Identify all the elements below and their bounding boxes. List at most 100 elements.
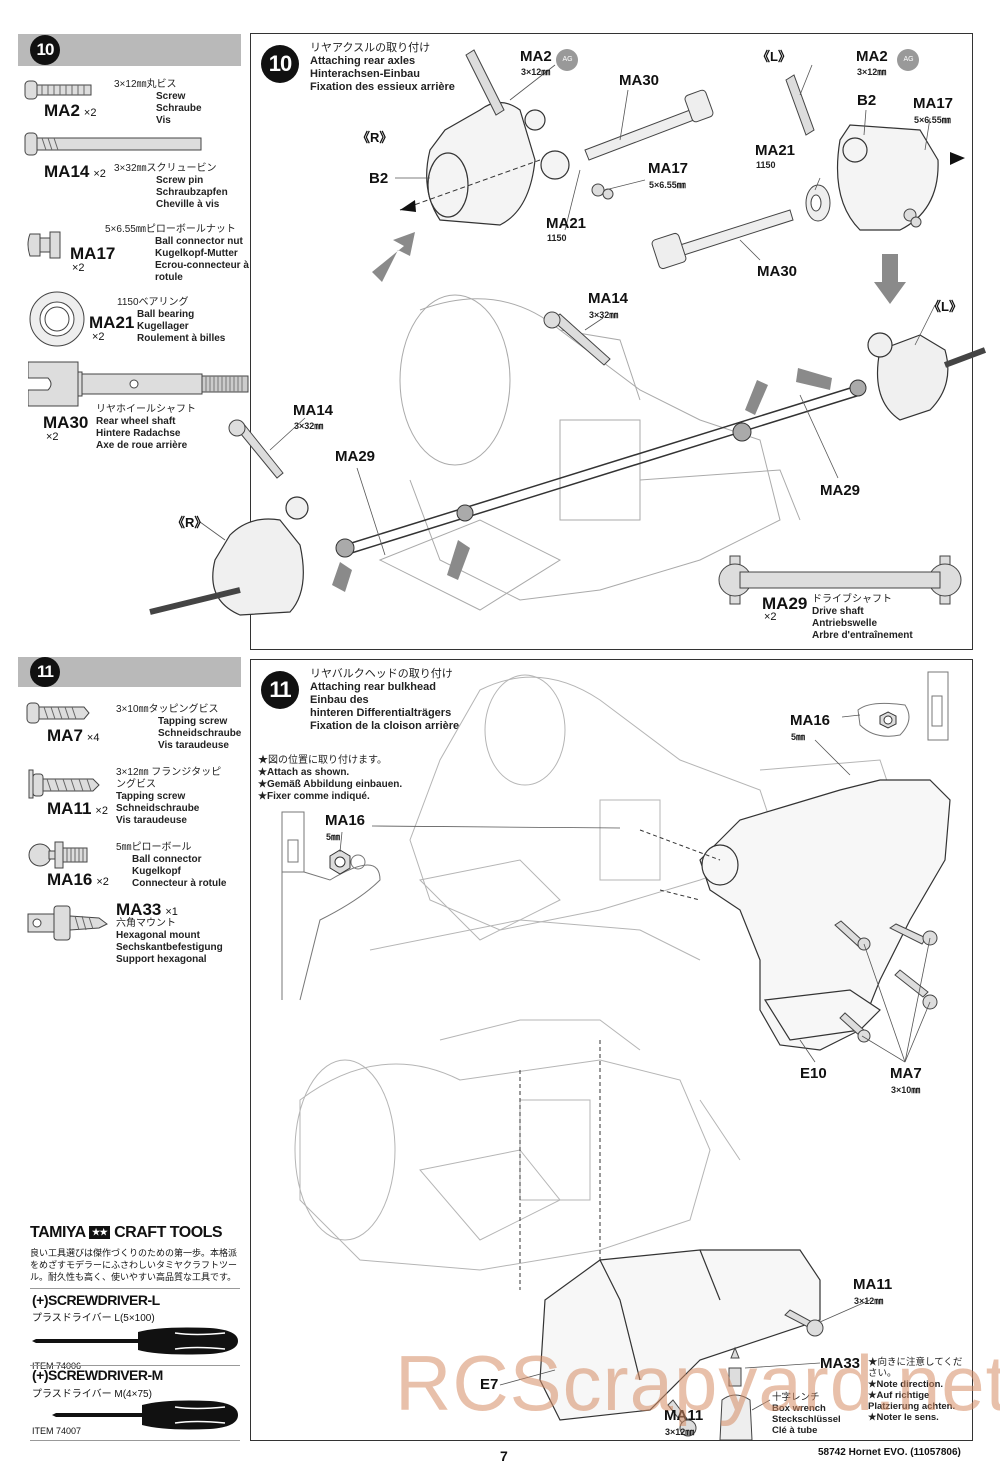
box-wrench-label: 十字レンチ Box wrench Steckschlüssel Clé à tu…: [772, 1392, 841, 1436]
part-description: リヤホイールシャフト Rear wheel shaft Hintere Rada…: [96, 404, 196, 451]
ag-badge-r: AG: [562, 56, 573, 63]
label-ma29-left: MA29: [335, 448, 376, 465]
part-code: MA11×2: [47, 799, 108, 818]
part-description: 3×12㎜ フランジタッピングビス Tapping screw Schneids…: [116, 767, 222, 826]
step11-title: リヤバルクヘッドの取り付け Attaching rear bulkhead Ei…: [310, 668, 460, 732]
label-b2-l: B2: [857, 92, 877, 109]
part-qty: ×2: [46, 431, 59, 443]
label-ma14-lower: MA14: [293, 402, 334, 419]
part-code: MA21: [89, 313, 135, 332]
watermark: RCScrapyard.net: [395, 1339, 1000, 1427]
part-description: 3×10㎜タッピングビス Tapping screw Schneidschrau…: [116, 704, 242, 751]
label-l-side-top: 《L》: [757, 49, 791, 64]
label-ma11-bottom: MA11: [664, 1407, 704, 1424]
label-r-side-top: 《R》: [357, 130, 393, 145]
label-ma21-l-size: 1150: [756, 160, 776, 170]
label-ma30-upper: MA30: [619, 72, 660, 89]
label-e10: E10: [800, 1065, 827, 1082]
craft-tools-heading: TAMIYA ★★ CRAFT TOOLS: [30, 1224, 223, 1241]
label-ma16-upper: MA16: [790, 712, 831, 729]
part-description: 1150ベアリング Ball bearing Kugellager Roulem…: [117, 297, 226, 344]
part-code: MA30: [43, 413, 89, 432]
part-code: MA14×2: [44, 162, 106, 181]
label-ma29-right: MA29: [820, 482, 861, 499]
label-ma2-r: MA2: [520, 48, 552, 65]
step10-badge: 10: [30, 35, 60, 65]
part-description: 3×32㎜スクリュービン Screw pin Schraubzapfen Che…: [114, 163, 228, 210]
label-ma21-r: MA21: [546, 215, 587, 232]
label-ma11-right-size: 3×12㎜: [854, 1296, 884, 1306]
step10-assembly-panel: [250, 33, 973, 650]
label-ma21-r-size: 1150: [547, 233, 567, 243]
label-r-side-assembly: 《R》: [172, 515, 208, 530]
part-description: ドライブシャフト Drive shaft Antriebswelle Arbre…: [812, 594, 913, 641]
part-code: MA17: [70, 244, 116, 263]
flange-screw-ma11-icon: [28, 769, 100, 799]
part-code: MA29: [762, 594, 808, 613]
part-description: 5㎜ピローボール Ball connector Kugelkopf Connec…: [116, 842, 227, 889]
part-code: MA7×4: [47, 726, 100, 745]
screwdriver-l-icon: [32, 1327, 238, 1355]
divider: [30, 1440, 240, 1441]
label-ma7-size: 3×10㎜: [891, 1085, 921, 1095]
part-description: 3×12㎜丸ビス Screw Schraube Vis: [114, 79, 202, 126]
tool-name: (+)SCREWDRIVER-M: [32, 1367, 163, 1383]
label-ma7: MA7: [890, 1065, 922, 1082]
screw-ma2-icon: [24, 80, 92, 100]
part-qty: ×2: [764, 611, 777, 623]
hexagonal-mount-ma33-icon: [27, 905, 108, 941]
part-code: MA2×2: [44, 101, 97, 120]
label-ma16-inset: MA16: [325, 812, 366, 829]
label-ma11-bottom-size: 3×12㎜: [665, 1427, 695, 1437]
label-l-side-assembly: 《L》: [928, 299, 962, 314]
step11-panel-badge: 11: [261, 671, 299, 709]
rear-wheel-shaft-ma30-icon: [28, 361, 249, 407]
label-ma14-upper: MA14: [588, 290, 629, 307]
divider: [30, 1288, 240, 1289]
ag-badge-l: AG: [903, 56, 914, 63]
label-ma17-l: MA17: [913, 95, 954, 112]
label-ma17-r: MA17: [648, 160, 689, 177]
label-ma2-r-size: 3×12㎜: [521, 67, 551, 77]
part-description: 5×6.55㎜ピローボールナット Ball connector nut Kuge…: [105, 224, 249, 283]
tool-jp-name: プラスドライバー L(5×100): [32, 1313, 155, 1324]
divider: [30, 1365, 240, 1366]
label-e7: E7: [480, 1376, 499, 1393]
page-number: 7: [500, 1448, 508, 1464]
tool-item-number: ITEM 74006: [32, 1361, 82, 1371]
tool-item-number: ITEM 74007: [32, 1426, 82, 1436]
ball-nut-ma17-icon: [27, 231, 61, 259]
part-code: MA33×1: [116, 900, 178, 919]
label-ma21-l: MA21: [755, 142, 796, 159]
part-qty: ×2: [92, 331, 105, 343]
tool-name: (+)SCREWDRIVER-L: [32, 1292, 160, 1308]
label-b2-r: B2: [369, 170, 389, 187]
note-direction: ★向きに注意してください。 ★Note direction. ★Auf rich…: [868, 1357, 963, 1423]
tamiya-star-logo-icon: ★★: [89, 1226, 111, 1240]
label-ma2-l-size: 3×12㎜: [857, 67, 887, 77]
label-ma14-lower-size: 3×32㎜: [294, 421, 324, 431]
step11-badge: 11: [30, 657, 60, 687]
part-description: 六角マウント Hexagonal mount Sechskantbefestig…: [116, 918, 223, 965]
label-ma14-upper-size: 3×32㎜: [589, 310, 619, 320]
label-ma17-l-size: 5×6.55㎜: [914, 115, 951, 125]
step10-title: リヤアクスルの取り付け Attaching rear axles Hintera…: [310, 42, 455, 93]
label-ma16-inset-size: 5㎜: [326, 832, 341, 842]
part-code: MA16×2: [47, 870, 109, 889]
step10-panel-badge: 10: [261, 45, 299, 83]
ball-connector-ma16-icon: [28, 841, 88, 869]
screwdriver-m-icon: [52, 1400, 238, 1430]
label-ma16-upper-size: 5㎜: [791, 732, 806, 742]
part-qty: ×2: [72, 262, 85, 274]
label-ma30-lower: MA30: [757, 263, 798, 280]
label-ma17-r-size: 5×6.55㎜: [649, 180, 686, 190]
craft-tools-intro: 良い工具選びは傑作づくりのための第一歩。本格派をめざすモデラーにふさわしいタミヤ…: [30, 1248, 238, 1282]
screw-pin-ma14-icon: [24, 132, 202, 156]
footer-divider: [250, 1440, 972, 1441]
tapping-screw-ma7-icon: [26, 702, 90, 724]
label-ma11-right: MA11: [853, 1276, 893, 1293]
ball-bearing-ma21-icon: [29, 291, 85, 347]
model-info: 58742 Hornet EVO. (11057806): [818, 1447, 961, 1458]
tool-jp-name: プラスドライバー M(4×75): [32, 1389, 152, 1400]
attach-as-shown-note: ★図の位置に取り付けます。 ★Attach as shown. ★Gemäß A…: [258, 755, 403, 802]
